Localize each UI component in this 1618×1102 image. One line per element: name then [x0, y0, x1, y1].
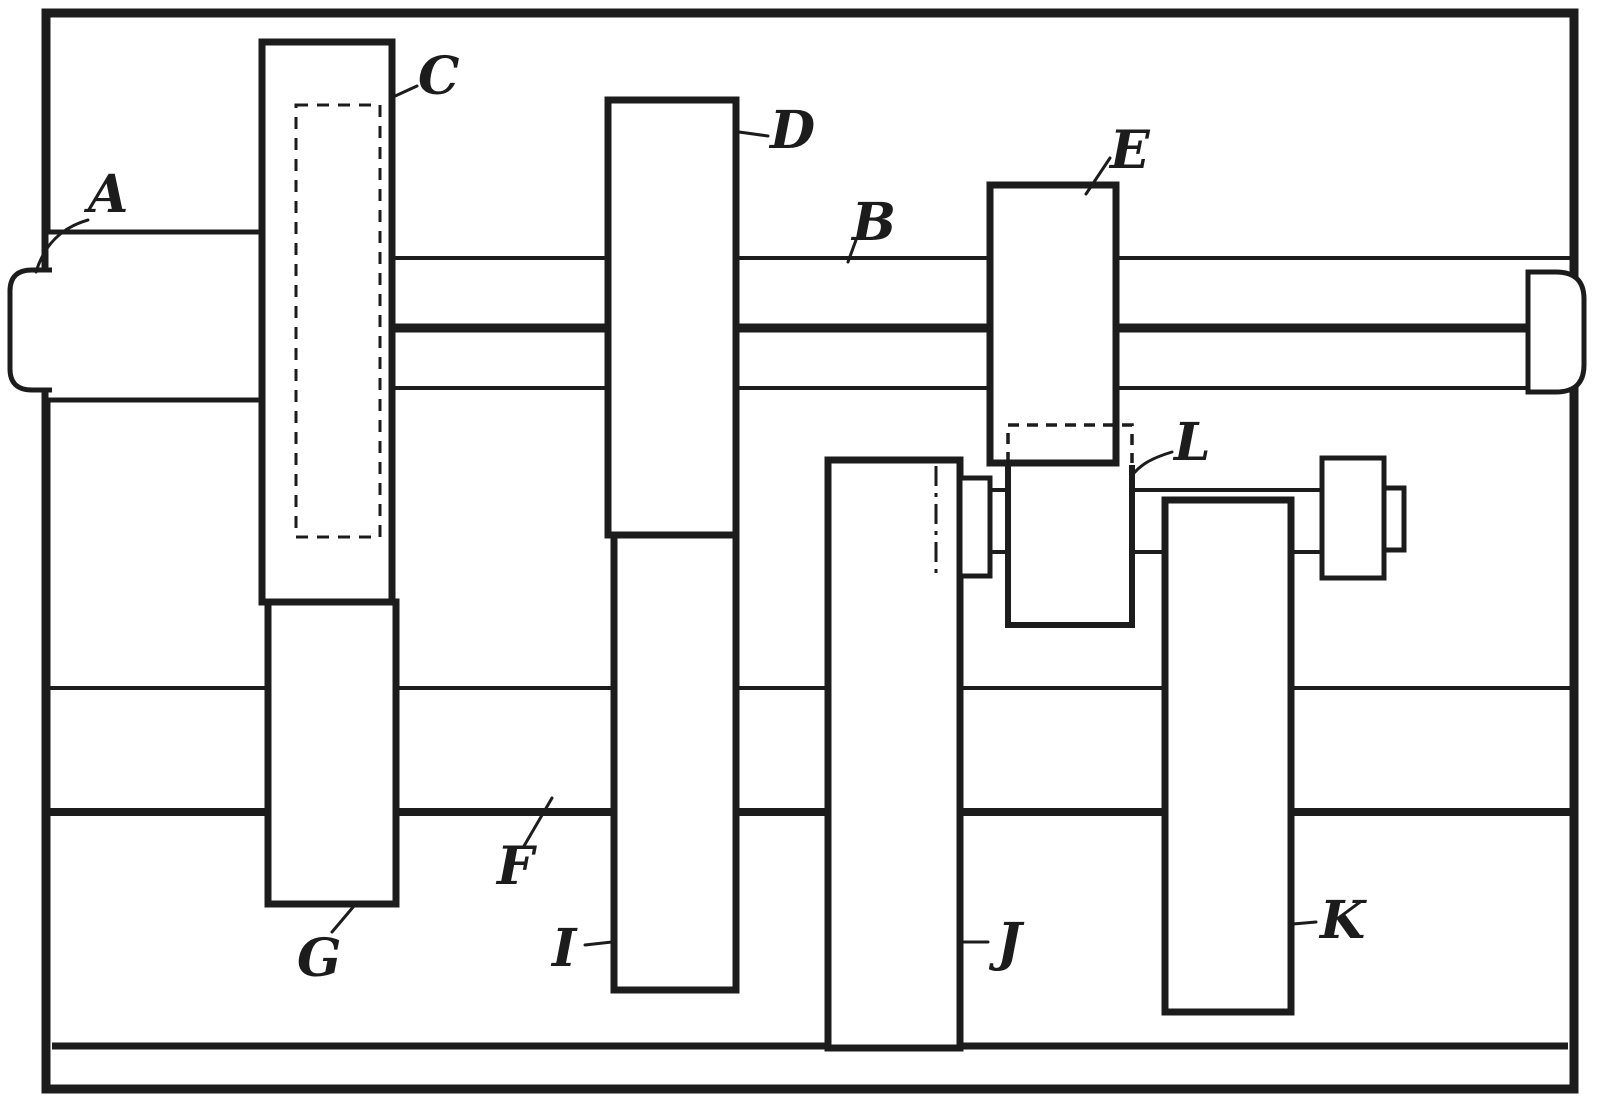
- clutch-l-body: [1008, 467, 1132, 625]
- label-i: I: [550, 918, 578, 979]
- gear-c-hidden-bore: [294, 103, 382, 539]
- gear-e: [986, 181, 1120, 467]
- clutch-l-hidden-edge: [1006, 423, 1134, 463]
- label-k: K: [1318, 890, 1367, 951]
- label-a: A: [83, 164, 128, 225]
- label-e: E: [1108, 120, 1151, 181]
- gear-i: [610, 531, 740, 994]
- leader-i: [583, 940, 614, 947]
- coupling-flange: [1319, 455, 1387, 581]
- left-bearing-block: [43, 229, 265, 403]
- left-shaft-stub: [7, 267, 52, 393]
- label-f: F: [495, 836, 537, 897]
- leader-a: [34, 218, 90, 274]
- leader-c: [391, 84, 419, 99]
- case-outline: [41, 8, 1579, 1094]
- leader-g: [330, 904, 356, 934]
- gear-g: [264, 598, 400, 908]
- right-shaft-stub: [1525, 269, 1587, 395]
- leader-k: [1291, 920, 1318, 926]
- label-l: L: [1172, 412, 1211, 473]
- leader-e: [1084, 156, 1112, 196]
- label-g: G: [297, 928, 341, 989]
- gear-j: [824, 456, 964, 1052]
- gear-c: [258, 38, 396, 606]
- leader-f: [522, 796, 554, 848]
- gear-d: [604, 96, 740, 539]
- gear-j-hub: [957, 475, 993, 579]
- gear-k: [1161, 496, 1295, 1016]
- leader-l: [1132, 450, 1174, 475]
- label-j: J: [988, 912, 1025, 973]
- clutch-l-outline: [1005, 465, 1135, 628]
- leader-b: [846, 238, 858, 264]
- label-b: B: [850, 192, 896, 253]
- label-c: C: [418, 46, 459, 107]
- leader-d: [737, 130, 770, 138]
- coupling-end-cap: [1381, 485, 1407, 553]
- label-d: D: [768, 100, 815, 161]
